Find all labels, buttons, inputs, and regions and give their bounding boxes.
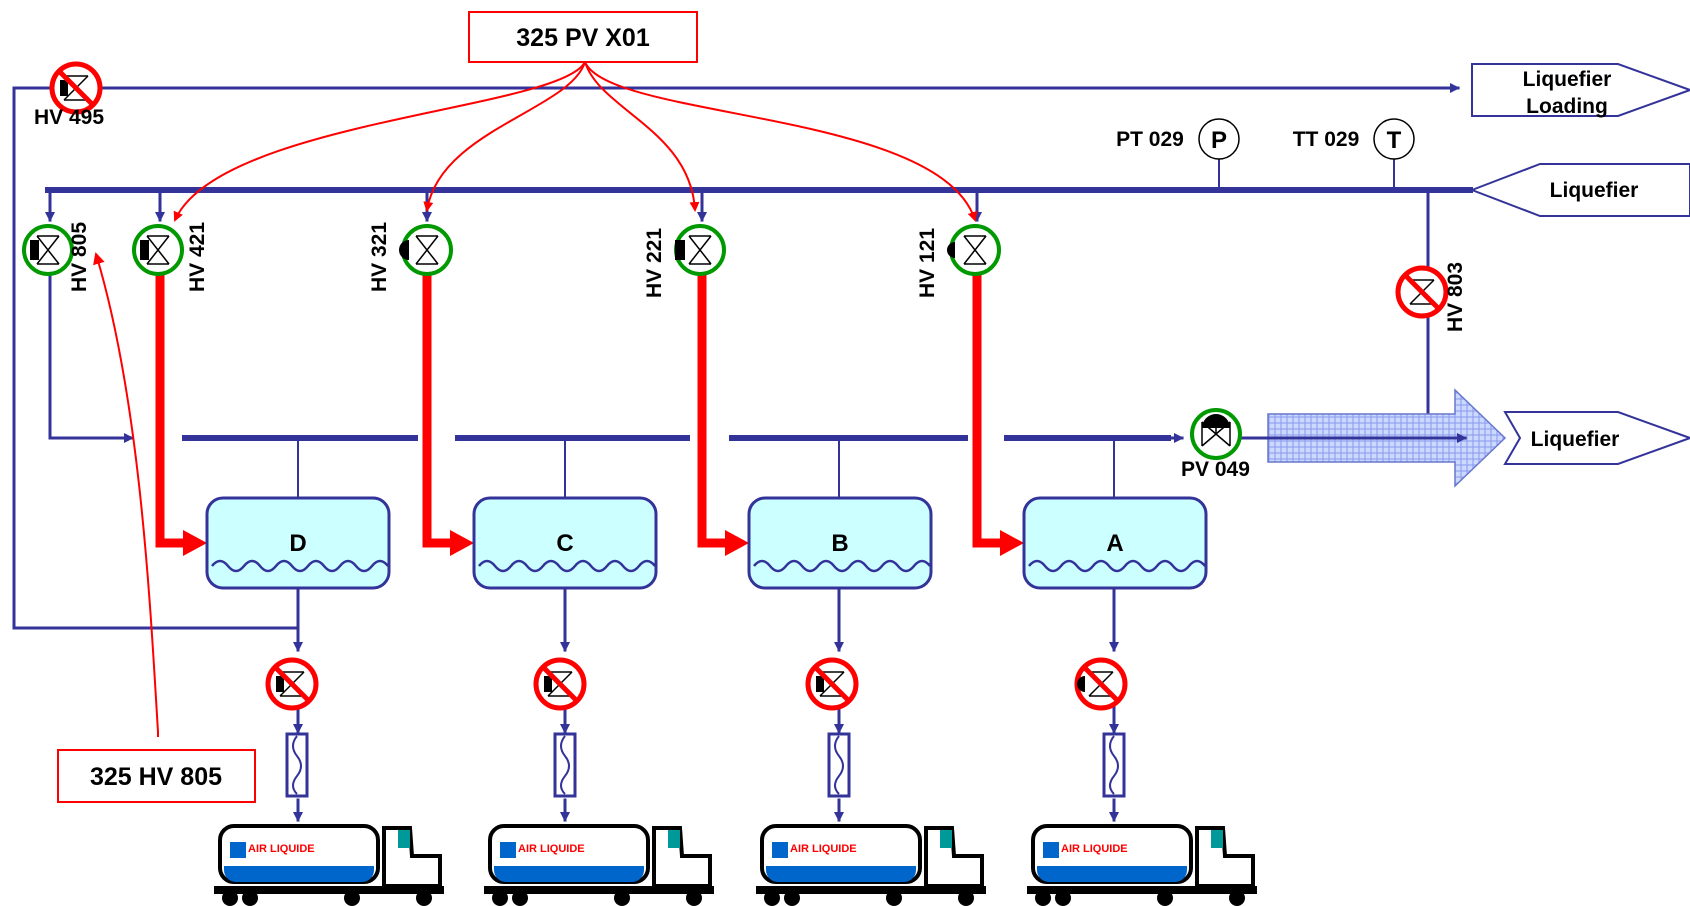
filter-c <box>553 732 577 798</box>
hv-803-label: HV 803 <box>1444 262 1467 332</box>
tank-d[interactable]: D <box>205 496 391 590</box>
hv-805-box[interactable]: 325 HV 805 <box>57 749 256 803</box>
tt-symbol: T <box>1387 127 1402 154</box>
hv-805-label: HV 805 <box>68 222 91 292</box>
truck-logo-text: AIR LIQUIDE <box>248 843 315 855</box>
valve-hv-803[interactable] <box>1395 265 1449 319</box>
valve-tank-a-outlet[interactable] <box>1074 657 1128 711</box>
pv-x01-box[interactable]: 325 PV X01 <box>468 11 698 63</box>
valve-hv-221[interactable] <box>674 224 726 276</box>
tank-b[interactable]: B <box>747 496 933 590</box>
control-signals <box>93 61 978 737</box>
pt-029-label: PT 029 <box>1116 128 1184 151</box>
valve-pv-049[interactable] <box>1190 408 1242 460</box>
tank-b-label: B <box>831 530 848 557</box>
truck-c[interactable]: AIR LIQUIDE <box>484 824 714 906</box>
liquefier-loading-line1: Liquefier <box>1523 68 1612 91</box>
truck-logo-text: AIR LIQUIDE <box>1061 843 1128 855</box>
truck-logo-text: AIR LIQUIDE <box>518 843 585 855</box>
filter-a <box>1102 732 1126 798</box>
filter-d <box>285 732 309 798</box>
truck-logo-text: AIR LIQUIDE <box>790 843 857 855</box>
hv-495-label: HV 495 <box>34 106 104 129</box>
valve-hv-121[interactable] <box>947 224 1001 276</box>
piping <box>12 83 1473 822</box>
hv-421-label: HV 421 <box>186 222 209 292</box>
hv-805-box-label: 325 HV 805 <box>90 763 222 791</box>
hot-lines <box>155 272 1024 556</box>
liquefier-return-label: Liquefier <box>1531 428 1620 451</box>
liquefier-supply-flag: Liquefier <box>1469 163 1690 217</box>
truck-b[interactable]: AIR LIQUIDE <box>756 824 986 906</box>
liquefier-loading-line2: Loading <box>1526 95 1608 118</box>
pt-029-instrument[interactable]: P PT 029 <box>1116 118 1240 160</box>
tank-d-label: D <box>289 530 306 557</box>
tt-029-label: TT 029 <box>1293 128 1360 151</box>
liquefier-loading-flag: Liquefier Loading <box>1471 63 1690 118</box>
hv-121-label: HV 121 <box>916 228 939 298</box>
valve-tank-b-outlet[interactable] <box>805 657 859 711</box>
pt-symbol: P <box>1211 127 1227 154</box>
liquefier-return-flag: Liquefier <box>1503 411 1690 465</box>
tank-c-label: C <box>556 530 573 557</box>
pv-x01-label: 325 PV X01 <box>516 24 650 52</box>
hv-221-label: HV 221 <box>643 228 666 298</box>
valve-hv-321[interactable] <box>399 224 453 276</box>
valve-hv-805[interactable] <box>22 224 74 276</box>
hv-321-label: HV 321 <box>368 222 391 292</box>
valve-tank-c-outlet[interactable] <box>533 657 587 711</box>
tank-a[interactable]: A <box>1022 496 1208 590</box>
pv-049-label: PV 049 <box>1181 458 1250 481</box>
truck-a[interactable]: AIR LIQUIDE <box>1027 824 1257 906</box>
liquefier-supply-label: Liquefier <box>1550 179 1639 202</box>
valve-hv-421[interactable] <box>132 224 184 276</box>
truck-d[interactable]: AIR LIQUIDE <box>214 824 444 906</box>
tank-a-label: A <box>1106 530 1123 557</box>
tank-c[interactable]: C <box>472 496 658 590</box>
valve-tank-d-outlet[interactable] <box>265 657 319 711</box>
valve-hv-495[interactable] <box>49 61 103 115</box>
tt-029-instrument[interactable]: T TT 029 <box>1293 118 1415 160</box>
filter-b <box>827 732 851 798</box>
